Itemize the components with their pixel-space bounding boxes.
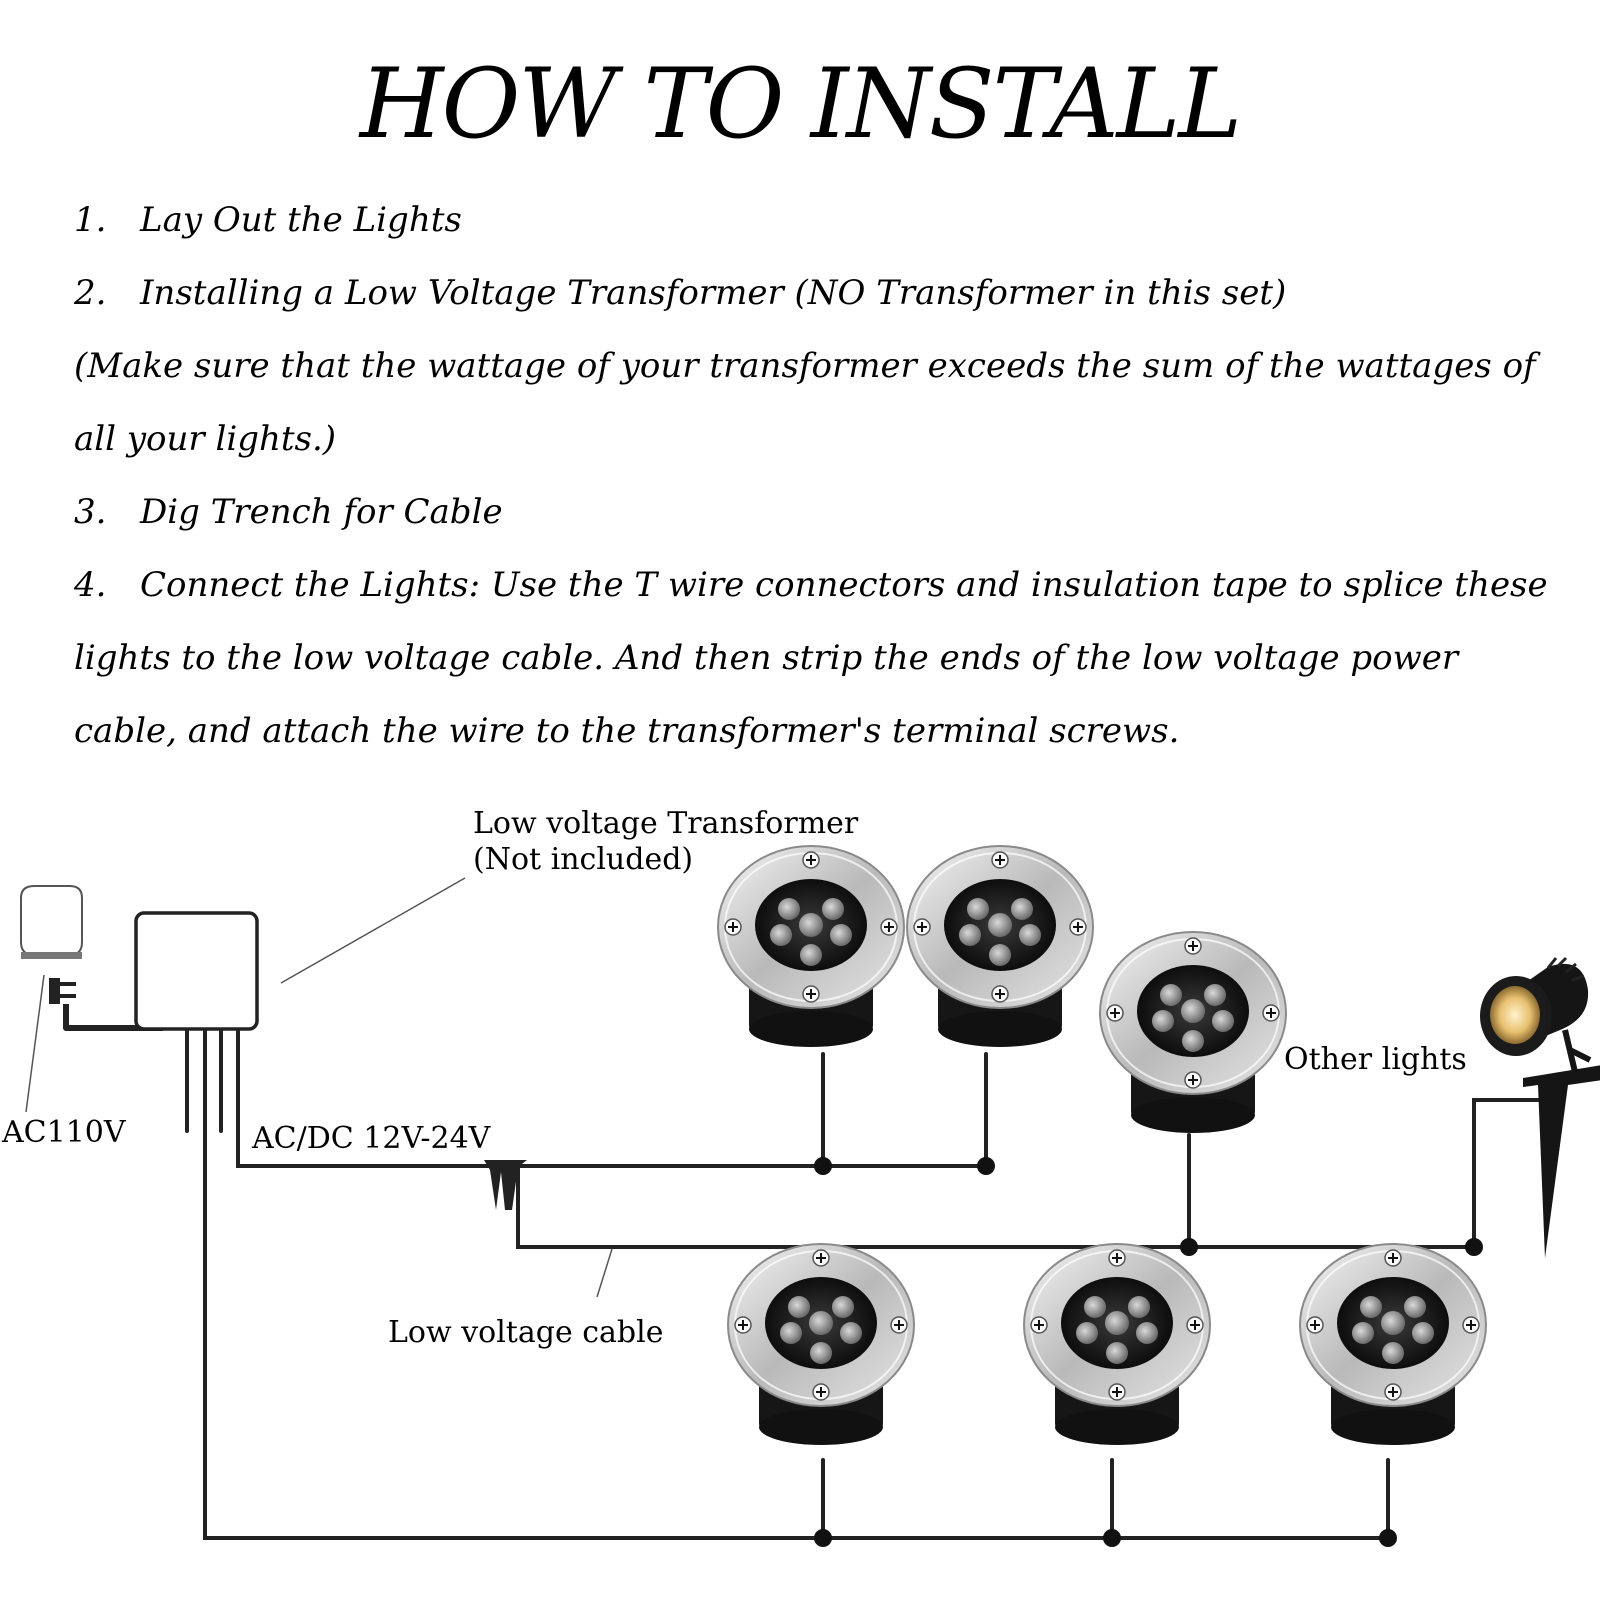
- ac-label-pointer: [25, 974, 45, 1113]
- step-3: 3.Dig Trench for Cable: [74, 492, 503, 532]
- step-1: 1.Lay Out the Lights: [74, 200, 462, 240]
- spike-spotlight-icon: [1480, 956, 1600, 1258]
- inground-light-icon: [1100, 932, 1286, 1133]
- transformer-wires: [185, 1028, 1390, 1540]
- step-2: 2.Installing a Low Voltage Transformer (…: [74, 273, 1287, 313]
- transformer-note: (Not included): [473, 842, 693, 877]
- output-voltage-label: AC/DC 12V-24V: [251, 1121, 492, 1156]
- cable-label: Low voltage cable: [388, 1315, 663, 1350]
- step-2-note: (Make sure that the wattage of your tran…: [74, 346, 1536, 459]
- transformer-label: Low voltage Transformer: [473, 806, 859, 841]
- transformer-box: [134, 911, 259, 1031]
- step-4: 4.Connect the Lights: Use the T wire con…: [74, 565, 1548, 751]
- junction-dots: [814, 1157, 1483, 1547]
- cable-label-pointer: [596, 1248, 613, 1298]
- other-lights-label: Other lights: [1284, 1042, 1467, 1077]
- instruction-steps: 1.Lay Out the Lights 2.Installing a Low …: [74, 184, 1564, 768]
- ac-voltage-label: AC110V: [1, 1115, 127, 1150]
- inground-light-icon: [1024, 1244, 1210, 1445]
- inground-light-icon: [718, 846, 904, 1047]
- inground-light-icon: [728, 1244, 914, 1445]
- inground-light-icon: [1300, 1244, 1486, 1445]
- page-title: HOW TO INSTALL: [359, 48, 1242, 160]
- transformer-label-pointer: [280, 877, 466, 984]
- inground-light-icon: [907, 846, 1093, 1047]
